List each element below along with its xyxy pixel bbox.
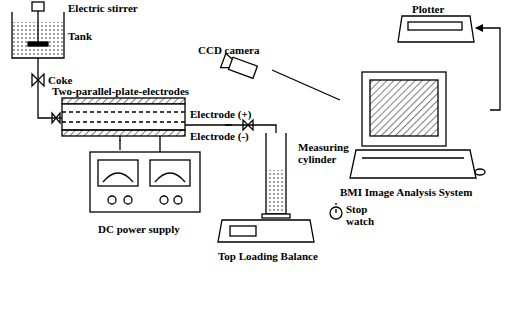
connector-line (38, 62, 50, 118)
connector-line (476, 28, 500, 110)
plotter-node: Plotter (398, 2, 476, 46)
node-label: Top Loading Balance (218, 250, 318, 262)
part-label: Electrode (+) (190, 108, 251, 120)
node-label: DC power supply (98, 223, 180, 235)
node-label: Tank (68, 30, 92, 42)
part-label: Stop watch (346, 203, 382, 227)
node-label: BMI Image Analysis System (340, 186, 472, 198)
camera-node: CCD camera (198, 44, 272, 82)
part-label: Coke (48, 74, 72, 86)
balance-node: Top Loading Balance (215, 217, 343, 265)
power-supply-node: DC power supply (86, 150, 206, 237)
connector-line (272, 70, 340, 100)
part-label: Electrode (-) (190, 130, 249, 142)
connector-line (119, 140, 120, 150)
node-label: CCD camera (198, 44, 259, 56)
tank-node: Electric stirrerTank (8, 0, 153, 62)
node-label: Two-parallel-plate-electrodes (52, 85, 189, 97)
computer-node: BMI Image Analysis System (340, 68, 490, 200)
node-label: Electric stirrer (68, 2, 138, 14)
node-label: Measuring cylinder (298, 141, 360, 165)
node-label: Plotter (412, 3, 444, 15)
